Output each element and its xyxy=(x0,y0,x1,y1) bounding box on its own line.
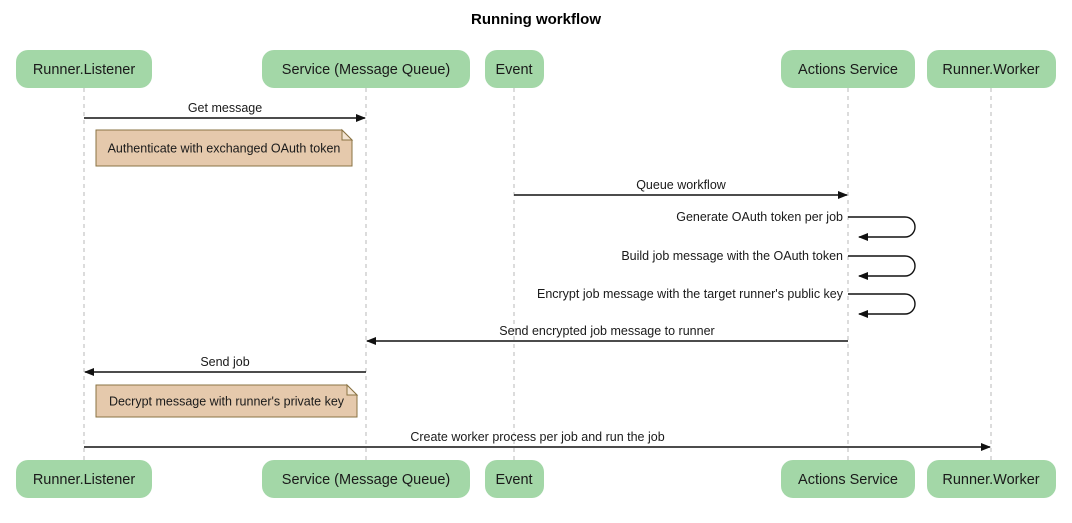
actor-box-runner-listener-top[interactable] xyxy=(16,50,152,88)
message-build-job-message-with-the-oauth-token[interactable]: Build job message with the OAuth token xyxy=(621,249,916,280)
actor-label-runner-worker-top: Runner.Worker xyxy=(942,62,1039,78)
actor-box-actions-service-bottom[interactable] xyxy=(781,460,915,498)
actor-service-message-queue-bottom[interactable]: Service (Message Queue) xyxy=(262,460,470,498)
actor-label-service-message-queue-bottom: Service (Message Queue) xyxy=(282,472,450,488)
notes-layer: Authenticate with exchanged OAuth tokenD… xyxy=(95,128,359,418)
note-fold-corner-decrypt-message-with-runners-private-key xyxy=(346,383,359,396)
actor-label-runner-worker-bottom: Runner.Worker xyxy=(942,472,1039,488)
actor-service-message-queue-top[interactable]: Service (Message Queue) xyxy=(262,50,470,88)
note-label-decrypt-message-with-runners-private-key: Decrypt message with runner's private ke… xyxy=(109,394,345,408)
diagram-title: Running workflow xyxy=(471,11,601,28)
actor-label-event-top: Event xyxy=(495,62,532,78)
actor-label-runner-listener-bottom: Runner.Listener xyxy=(33,472,136,488)
message-label-encrypt-job-message-with-target-runner-public-key: Encrypt job message with the target runn… xyxy=(537,287,844,301)
actor-event-bottom[interactable]: Event xyxy=(485,460,544,498)
lifelines-layer xyxy=(83,88,992,460)
message-line-encrypt-job-message-with-target-runner-public-key xyxy=(848,293,916,318)
actor-actions-service-top[interactable]: Actions Service xyxy=(781,50,915,88)
message-label-send-job: Send job xyxy=(200,355,249,369)
actor-box-runner-worker-bottom[interactable] xyxy=(927,460,1056,498)
message-encrypt-job-message-with-target-runner-public-key[interactable]: Encrypt job message with the target runn… xyxy=(537,287,916,318)
actor-actions-service-bottom[interactable]: Actions Service xyxy=(781,460,915,498)
message-label-get-message: Get message xyxy=(188,101,262,115)
note-body-authenticate-with-exchanged-oauth-token xyxy=(95,129,353,167)
actor-box-service-message-queue-bottom[interactable] xyxy=(262,460,470,498)
actor-box-actions-service-top[interactable] xyxy=(781,50,915,88)
actor-label-actions-service-bottom: Actions Service xyxy=(798,472,898,488)
message-label-generate-oauth-token-per-job: Generate OAuth token per job xyxy=(676,210,843,224)
actor-box-event-bottom[interactable] xyxy=(485,460,544,498)
message-line-build-job-message-with-the-oauth-token xyxy=(848,255,916,280)
message-label-send-encrypted-job-message-to-runner: Send encrypted job message to runner xyxy=(499,324,714,338)
message-generate-oauth-token-per-job[interactable]: Generate OAuth token per job xyxy=(676,210,916,241)
message-line-generate-oauth-token-per-job xyxy=(848,216,916,241)
actor-runner-worker-top[interactable]: Runner.Worker xyxy=(927,50,1056,88)
message-label-build-job-message-with-the-oauth-token: Build job message with the OAuth token xyxy=(621,249,843,263)
actor-label-runner-listener-top: Runner.Listener xyxy=(33,62,136,78)
note-body-decrypt-message-with-runners-private-key xyxy=(95,384,358,418)
actor-box-event-top[interactable] xyxy=(485,50,544,88)
message-queue-workflow[interactable]: Queue workflow xyxy=(514,178,848,199)
message-send-job[interactable]: Send job xyxy=(84,355,366,376)
actor-box-service-message-queue-top[interactable] xyxy=(262,50,470,88)
message-get-message[interactable]: Get message xyxy=(84,101,366,122)
actor-box-runner-worker-top[interactable] xyxy=(927,50,1056,88)
actor-label-event-bottom: Event xyxy=(495,472,532,488)
actor-runner-listener-bottom[interactable]: Runner.Listener xyxy=(16,460,152,498)
actor-runner-worker-bottom[interactable]: Runner.Worker xyxy=(927,460,1056,498)
actor-label-actions-service-top: Actions Service xyxy=(798,62,898,78)
actor-event-top[interactable]: Event xyxy=(485,50,544,88)
message-send-encrypted-job-message-to-runner[interactable]: Send encrypted job message to runner xyxy=(366,324,848,345)
note-authenticate-with-exchanged-oauth-token: Authenticate with exchanged OAuth token xyxy=(95,128,354,167)
actor-box-runner-listener-bottom[interactable] xyxy=(16,460,152,498)
note-decrypt-message-with-runners-private-key: Decrypt message with runner's private ke… xyxy=(95,383,359,418)
message-label-create-worker-process-per-job-and-run-the-job: Create worker process per job and run th… xyxy=(410,430,664,444)
message-label-queue-workflow: Queue workflow xyxy=(636,178,727,192)
actor-label-service-message-queue-top: Service (Message Queue) xyxy=(282,62,450,78)
message-create-worker-process-per-job-and-run-the-job[interactable]: Create worker process per job and run th… xyxy=(84,430,991,451)
actor-runner-listener-top[interactable]: Runner.Listener xyxy=(16,50,152,88)
note-fold-corner-authenticate-with-exchanged-oauth-token xyxy=(341,128,354,141)
note-label-authenticate-with-exchanged-oauth-token: Authenticate with exchanged OAuth token xyxy=(108,141,341,155)
